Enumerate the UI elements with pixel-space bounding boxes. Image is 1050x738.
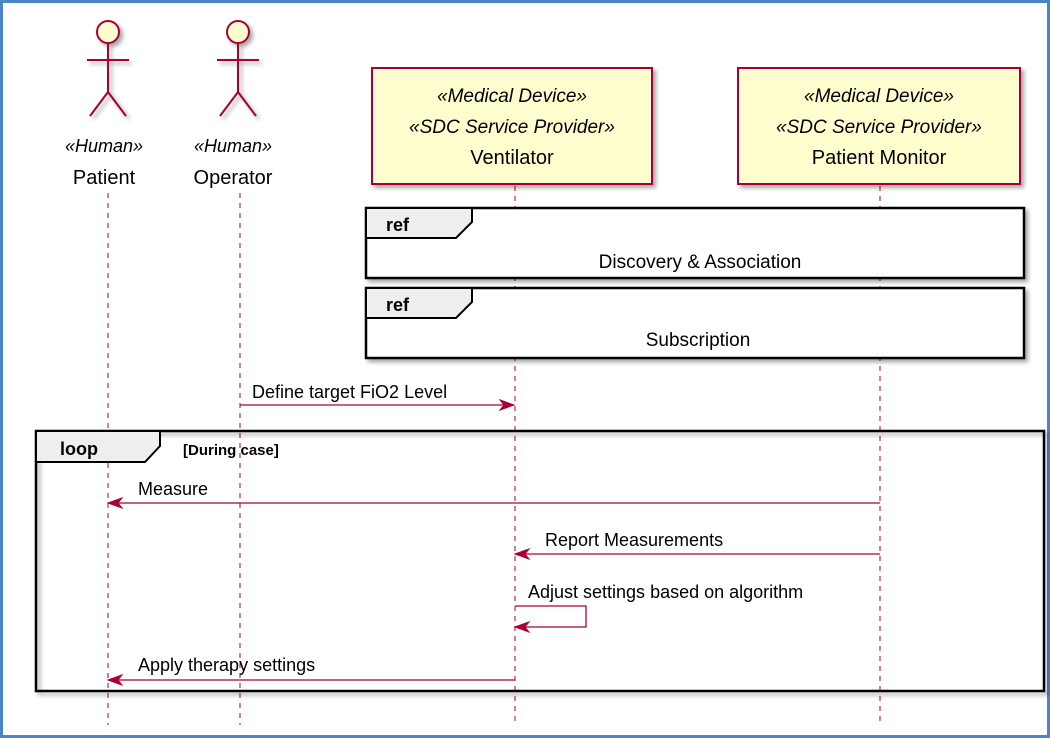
message-adjust-label: Adjust settings based on algorithm bbox=[528, 582, 803, 602]
ref-frame-discovery bbox=[364, 206, 1026, 280]
message-report bbox=[513, 547, 880, 561]
message-define-target-label: Define target FiO2 Level bbox=[252, 382, 447, 402]
actor-operator-name: Operator bbox=[194, 167, 273, 189]
stick-figure-icon bbox=[217, 20, 259, 117]
ref-label-discovery: Discovery & Association bbox=[599, 252, 802, 273]
message-apply bbox=[106, 673, 515, 687]
participant-monitor-stereotype-1: «Medical Device» bbox=[804, 86, 954, 107]
ref-tag-subscription: ref bbox=[386, 295, 410, 315]
actor-patient bbox=[87, 20, 129, 117]
actor-patient-stereotype: «Human» bbox=[65, 136, 143, 156]
stick-figure-icon bbox=[87, 20, 129, 117]
actor-operator-stereotype: «Human» bbox=[194, 136, 272, 156]
loop-guard: [During case] bbox=[183, 442, 279, 459]
participant-monitor-box bbox=[737, 67, 1021, 185]
participant-ventilator-name: Ventilator bbox=[470, 147, 554, 169]
ref-tag-discovery: ref bbox=[386, 215, 410, 235]
message-measure-label: Measure bbox=[138, 479, 208, 499]
ref-frame-subscription bbox=[364, 286, 1026, 360]
actor-operator bbox=[217, 20, 259, 117]
message-define-target bbox=[240, 398, 516, 412]
participant-ventilator-box bbox=[371, 67, 653, 185]
participant-monitor-name: Patient Monitor bbox=[812, 147, 947, 169]
message-adjust bbox=[513, 605, 587, 634]
loop-tag: loop bbox=[60, 439, 98, 459]
ref-label-subscription: Subscription bbox=[646, 330, 751, 351]
message-apply-label: Apply therapy settings bbox=[138, 655, 315, 675]
participant-monitor-stereotype-2: «SDC Service Provider» bbox=[776, 117, 982, 138]
loop-frame bbox=[34, 429, 1046, 693]
message-report-label: Report Measurements bbox=[545, 530, 723, 550]
participant-ventilator-stereotype-1: «Medical Device» bbox=[437, 86, 587, 107]
participant-ventilator-stereotype-2: «SDC Service Provider» bbox=[409, 117, 615, 138]
lifelines bbox=[107, 186, 881, 725]
actor-patient-name: Patient bbox=[73, 167, 136, 189]
message-measure bbox=[106, 496, 880, 510]
